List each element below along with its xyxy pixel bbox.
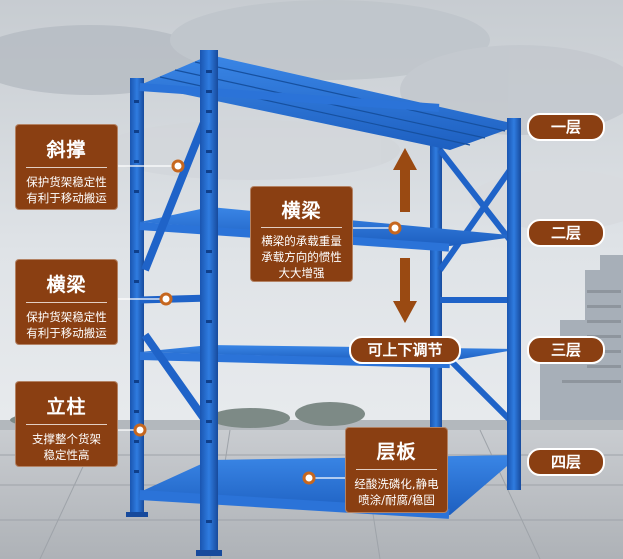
adjustable-label: 可上下调节 [349,336,461,364]
down-arrow-icon [393,258,417,323]
layer-label-3: 三层 [527,336,605,364]
divider [356,469,437,470]
left-beam-callout-title: 横梁 [46,274,87,296]
layer-label-1: 一层 [527,113,605,141]
brace-callout: 斜撑 保护货架稳定性 有利于移动搬运 [15,124,118,210]
callout-dots [133,159,402,485]
center-beam-marker-dot [388,221,402,235]
shelf-board-callout-line-1: 经酸洗磷化,静电 [354,477,439,491]
shelf-board-callout-title: 层板 [376,441,417,463]
center-beam-callout-line-2: 承载方向的惯性 [261,250,342,264]
divider [26,424,107,425]
center-beam-callout-line-1: 横梁的承载重量 [261,234,342,248]
shelf-board-callout: 层板 经酸洗磷化,静电 喷涂/耐腐/稳固 [345,427,448,513]
brace-callout-line-2: 有利于移动搬运 [26,191,107,205]
center-beam-callout-line-3: 大大增强 [278,266,325,280]
layer-label-4: 四层 [527,448,605,476]
front-left-post [200,50,218,555]
back-left-post [130,78,144,515]
column-marker-dot [133,423,147,437]
front-right-post [507,118,521,490]
brace-marker-dot [171,159,185,173]
left-beam-callout: 横梁 保护货架稳定性 有利于移动搬运 [15,259,118,345]
left-beam-callout-line-1: 保护货架稳定性 [26,310,107,324]
brace-callout-line-1: 保护货架稳定性 [26,175,107,189]
up-arrow-icon [393,148,417,212]
back-right-post [430,120,442,500]
brace-callout-title: 斜撑 [46,139,87,161]
post-holes [134,70,212,523]
board-marker-dot [302,471,316,485]
divider [261,227,342,228]
center-beam-callout: 横梁 横梁的承载重量 承载方向的惯性 大大增强 [250,186,353,282]
divider [26,302,107,303]
column-callout-title: 立柱 [46,396,87,418]
column-callout-line-2: 稳定性高 [43,448,90,462]
column-callout: 立柱 支撑整个货架 稳定性高 [15,381,118,467]
column-callout-line-1: 支撑整个货架 [32,432,101,446]
left-diagonal-brace [141,118,209,272]
layer-label-2: 二层 [527,219,605,247]
divider [26,167,107,168]
beam-marker-dot [159,292,173,306]
center-beam-callout-title: 横梁 [281,200,322,222]
left-beam-callout-line-2: 有利于移动搬运 [26,326,107,340]
adjust-arrows [393,148,417,323]
shelf-board-callout-line-2: 喷涂/耐腐/稳固 [358,493,435,507]
